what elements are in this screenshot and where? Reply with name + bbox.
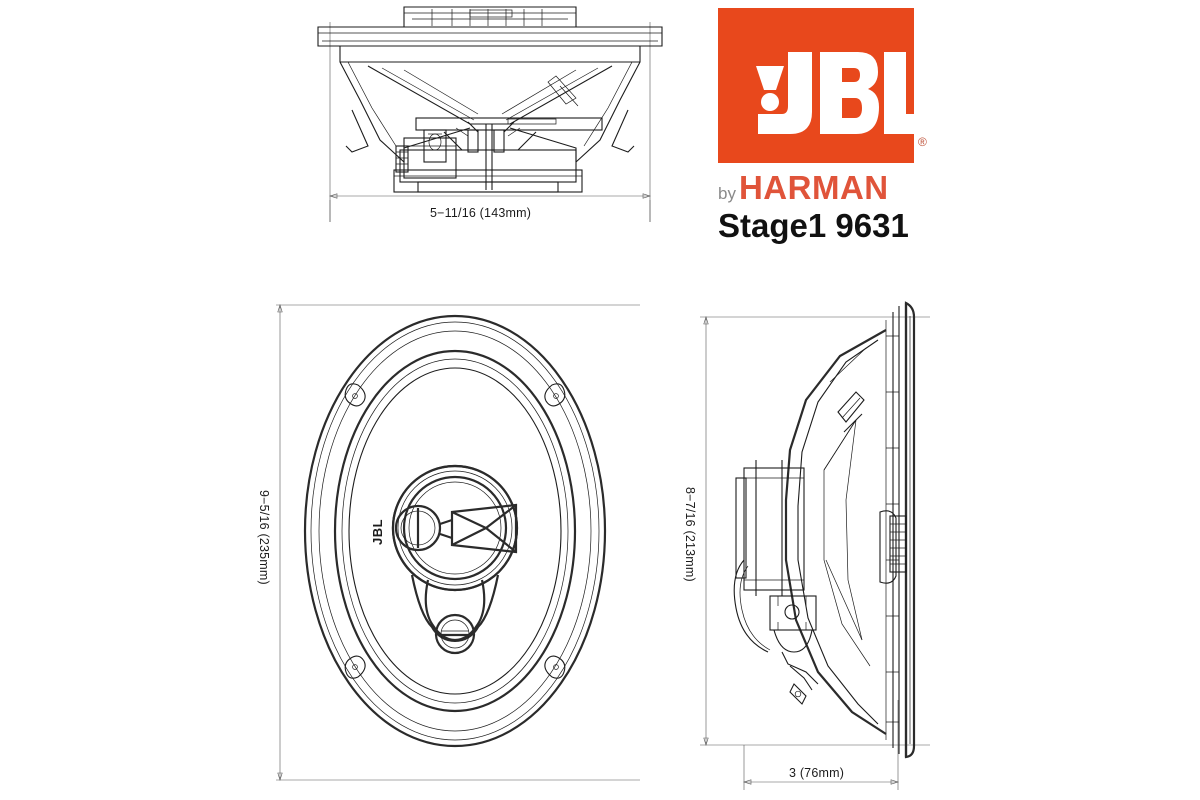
side-profile-view [700,301,930,790]
by-harman-lockup: by HARMAN [718,169,958,206]
basket-vent-left [345,109,369,153]
terminal-plate [415,117,603,131]
cutaway-side-section-view [317,6,663,222]
wire-clip [789,683,807,705]
rear-wire [733,559,769,653]
super-tweeter-ring [434,613,476,655]
outer-frame-ring [303,314,607,748]
back-plate [417,181,559,193]
motor-body [399,149,577,183]
jbl-logo: ® [718,8,927,163]
by-label: by [718,184,736,203]
tweeter-inner-ring [402,475,508,581]
basket-right-wall [575,46,641,163]
jbl-wordmark-glyph [756,52,914,134]
screw-hole-bottom-left [352,664,358,670]
dimension-label-side-height: 8−7/16 (213mm) [683,487,697,582]
connector-shroud [879,510,897,584]
basket-left-wall [339,46,405,163]
cone-brand-text: JBL [370,519,385,545]
terminal-boot [773,629,813,653]
mounting-tab-bottom-right [544,655,566,679]
dimension-label-top-width: 5−11/16 (143mm) [430,206,532,220]
tweeter-bezel-ring [391,464,519,592]
lead-wire-upper [781,651,819,685]
mounting-tab-top-right [544,383,566,407]
magnet-block [743,467,805,591]
terminal-pin-right [493,129,505,153]
dimension-label-front-height: 9−5/16 (235mm) [257,490,271,585]
tweeter-tail [424,579,486,642]
grille-connector [889,515,907,573]
cone-surround [348,367,562,695]
faceplate-ribs [886,335,899,723]
speaker-cone [367,65,613,125]
registered-trademark-symbol: ® [918,135,927,149]
mid-dome [394,504,442,552]
magnet-left-block [403,137,457,179]
mounting-tab-top-left [344,383,366,407]
product-model-title: Stage1 9631 [718,207,909,244]
screw-hole-top-left [352,393,358,399]
basket-profile [784,329,887,735]
brand-block: ® by HARMAN Stage1 9631 [718,8,958,245]
terminal-hole [784,604,800,620]
mounting-tab-bottom-left [344,655,366,679]
magnet-clip [395,145,409,173]
front-face-view: JBL [276,303,640,782]
harman-label: HARMAN [738,169,889,206]
surround-rib [837,391,865,423]
cone-rib-right [547,75,577,105]
svg-text:JBL: JBL [370,519,385,545]
magnet-plate [393,169,583,193]
dimension-label-mounting-depth: 3 (76mm) [789,766,845,780]
magnet-cap [735,477,747,579]
tweeter-bridge [403,6,577,28]
screw-hole-top-right [553,393,559,399]
screw-hole-bottom-right [553,664,559,670]
mount-flange-plate [317,26,663,47]
basket-vent-right [611,109,635,153]
cone-outer-ring [333,349,577,713]
faceplate-bevel [904,301,916,759]
terminal-pin-left [467,129,479,153]
